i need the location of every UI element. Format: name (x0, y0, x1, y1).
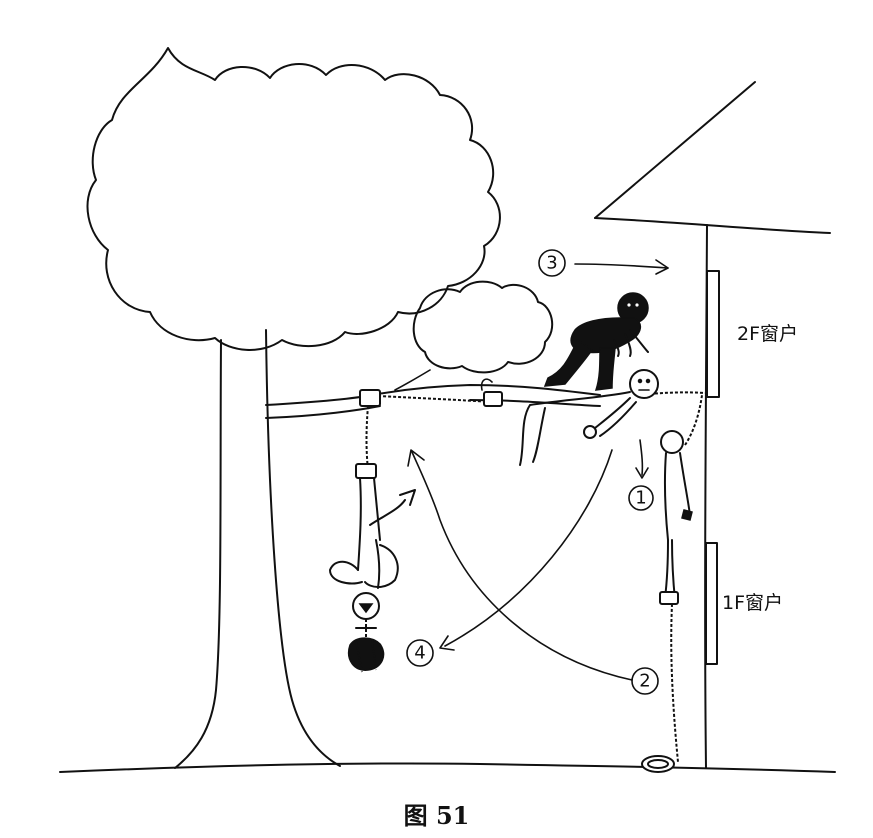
small-canopy (412, 280, 554, 374)
figure-caption: 图 51 (403, 801, 470, 830)
arrow-step-1 (639, 439, 644, 476)
step-3-label: 3 (546, 253, 557, 274)
figure-upside-down (329, 405, 416, 673)
arrow-step-3 (574, 263, 669, 269)
tree-branch (265, 384, 601, 406)
motion-arrows (407, 259, 669, 681)
house-roof (594, 81, 756, 219)
window-1f-label: 1F窗户 (722, 592, 783, 614)
figure-on-branch (519, 369, 659, 466)
window-1f (705, 542, 718, 665)
step-2-label: 2 (639, 671, 650, 692)
step-3-marker (538, 249, 566, 277)
rope-bridge (359, 378, 706, 407)
ground-line (59, 762, 836, 773)
tree-trunk (174, 339, 222, 769)
step-1-label: 1 (635, 488, 646, 509)
arrow-step-2 (411, 451, 633, 681)
dark-figure (543, 292, 649, 391)
step-4-label: 4 (414, 643, 425, 664)
step-1-marker (628, 485, 654, 511)
figure-hanging-wall (641, 394, 703, 773)
arrow-step-4 (444, 449, 613, 647)
tree-canopy (86, 47, 501, 351)
step-2-marker (631, 667, 659, 695)
tree (86, 47, 601, 769)
step-markers: 3 1 2 4 (406, 249, 659, 695)
window-2f (706, 270, 720, 398)
house (594, 81, 831, 769)
window-2f-label: 2F窗户 (737, 323, 798, 345)
step-4-marker (406, 639, 434, 667)
